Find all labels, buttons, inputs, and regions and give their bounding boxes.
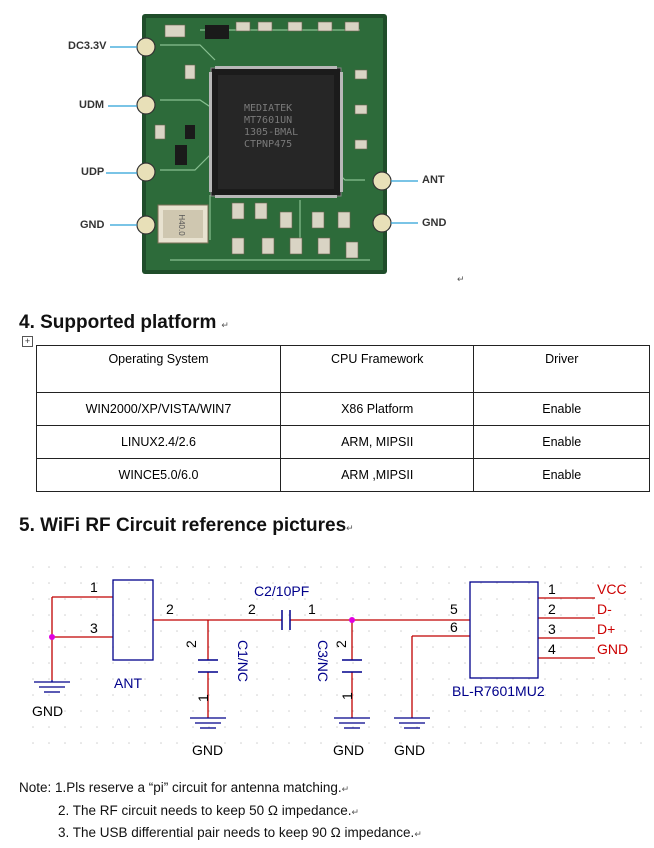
pin-label-gnd-right: GND [422, 217, 447, 229]
pin-pad [136, 215, 156, 235]
table-header-cell: Operating System [36, 345, 281, 393]
table-row: WINCE5.0/6.0 ARM ,MIPSII Enable [36, 458, 650, 492]
c2-pin-number: 2 [248, 601, 256, 617]
c2-pin-number: 1 [308, 601, 316, 617]
gnd-label: GND [394, 742, 425, 758]
section-5-title: 5. WiFi RF Circuit reference pictures↵ [19, 515, 354, 536]
signal-label-dplus: D+ [597, 621, 615, 637]
c2-label: C2/10PF [254, 583, 309, 599]
ant-label: ANT [114, 675, 142, 691]
table-header-cell: Driver [473, 345, 650, 393]
module-photo: MEDIATEK MT7601UN 1305-BMAL CTPNP475 H40… [106, 14, 418, 274]
c1-capacitor [198, 659, 218, 673]
signal-label-gnd: GND [597, 641, 628, 657]
junction-dot [49, 634, 55, 640]
pin-pad [136, 95, 156, 115]
junction-dot [349, 617, 355, 623]
chip-marking-line: MT7601UN [244, 115, 292, 126]
c3-capacitor [342, 659, 362, 673]
module-pin-number: 5 [450, 601, 458, 617]
module-component [469, 581, 539, 679]
table-cell: Enable [473, 425, 650, 459]
c1-label: C1/NC [235, 640, 251, 682]
gnd-label: GND [192, 742, 223, 758]
table-cell: Enable [473, 458, 650, 492]
note-line-1: Note: 1.Pls reserve a “pi” circuit for a… [19, 780, 350, 795]
module-pin-number: 6 [450, 619, 458, 635]
gnd-label: GND [32, 703, 63, 719]
table-cell: ARM ,MIPSII [279, 458, 475, 492]
rf-schematic: 1 3 2 2 1 5 6 1 2 3 4 2 1 2 1 GND GND GN… [20, 555, 650, 758]
pin-pad [372, 213, 392, 233]
ant-component [112, 579, 154, 661]
pin-label-dc33v: DC3.3V [68, 40, 107, 52]
c3-label: C3/NC [315, 640, 331, 682]
table-cell: WIN2000/XP/VISTA/WIN7 [36, 392, 281, 426]
pin-pad [136, 162, 156, 182]
cap-pin-number: 2 [333, 640, 349, 648]
table-move-handle[interactable]: + [22, 336, 33, 347]
pin-label-udp: UDP [81, 166, 105, 178]
module-pin-number: 1 [548, 581, 556, 597]
paragraph-mark: ↵ [457, 274, 465, 284]
ant-pin-number: 2 [166, 601, 174, 617]
table-cell: Enable [473, 392, 650, 426]
module-label: BL-R7601MU2 [452, 683, 545, 699]
pin-label-ant: ANT [422, 174, 445, 186]
table-header-row: Operating System CPU Framework Driver [36, 345, 650, 393]
platform-table: Operating System CPU Framework Driver WI… [36, 345, 650, 492]
module-pin-number: 2 [548, 601, 556, 617]
module-pin-number: 3 [548, 621, 556, 637]
cap-pin-number: 2 [183, 640, 199, 648]
c2-capacitor [281, 610, 291, 630]
signal-label-vcc: VCC [597, 581, 627, 597]
note-line-2: 2. The RF circuit needs to keep 50 Ω imp… [58, 803, 360, 818]
table-cell: X86 Platform [279, 392, 475, 426]
ground-symbols [34, 680, 430, 729]
chip-marking-line: MEDIATEK [244, 103, 292, 114]
signal-label-dminus: D- [597, 601, 612, 617]
crystal-marking: H40.0 [177, 214, 186, 236]
table-row: LINUX2.4/2.6 ARM, MIPSII Enable [36, 425, 650, 459]
chip-marking-line: 1305-BMAL [244, 127, 298, 138]
pin-pad [372, 171, 392, 191]
gnd-label: GND [333, 742, 364, 758]
cap-pin-number: 1 [339, 692, 355, 700]
table-header-cell: CPU Framework [279, 345, 475, 393]
table-cell: ARM, MIPSII [279, 425, 475, 459]
module-pin-number: 4 [548, 641, 556, 657]
pin-pad [136, 37, 156, 57]
ant-pin-number: 1 [90, 579, 98, 595]
note-line-3: 3. The USB differential pair needs to ke… [58, 825, 422, 840]
pin-label-udm: UDM [79, 99, 105, 111]
table-cell: LINUX2.4/2.6 [36, 425, 281, 459]
ant-pin-number: 3 [90, 620, 98, 636]
pin-label-gnd-left: GND [80, 219, 105, 231]
table-cell: WINCE5.0/6.0 [36, 458, 281, 492]
cap-pin-number: 1 [195, 694, 211, 702]
chip-marking-line: CTPNP475 [244, 139, 292, 150]
table-row: WIN2000/XP/VISTA/WIN7 X86 Platform Enabl… [36, 392, 650, 426]
section-4-title: 4. Supported platform ↵ [19, 312, 229, 333]
